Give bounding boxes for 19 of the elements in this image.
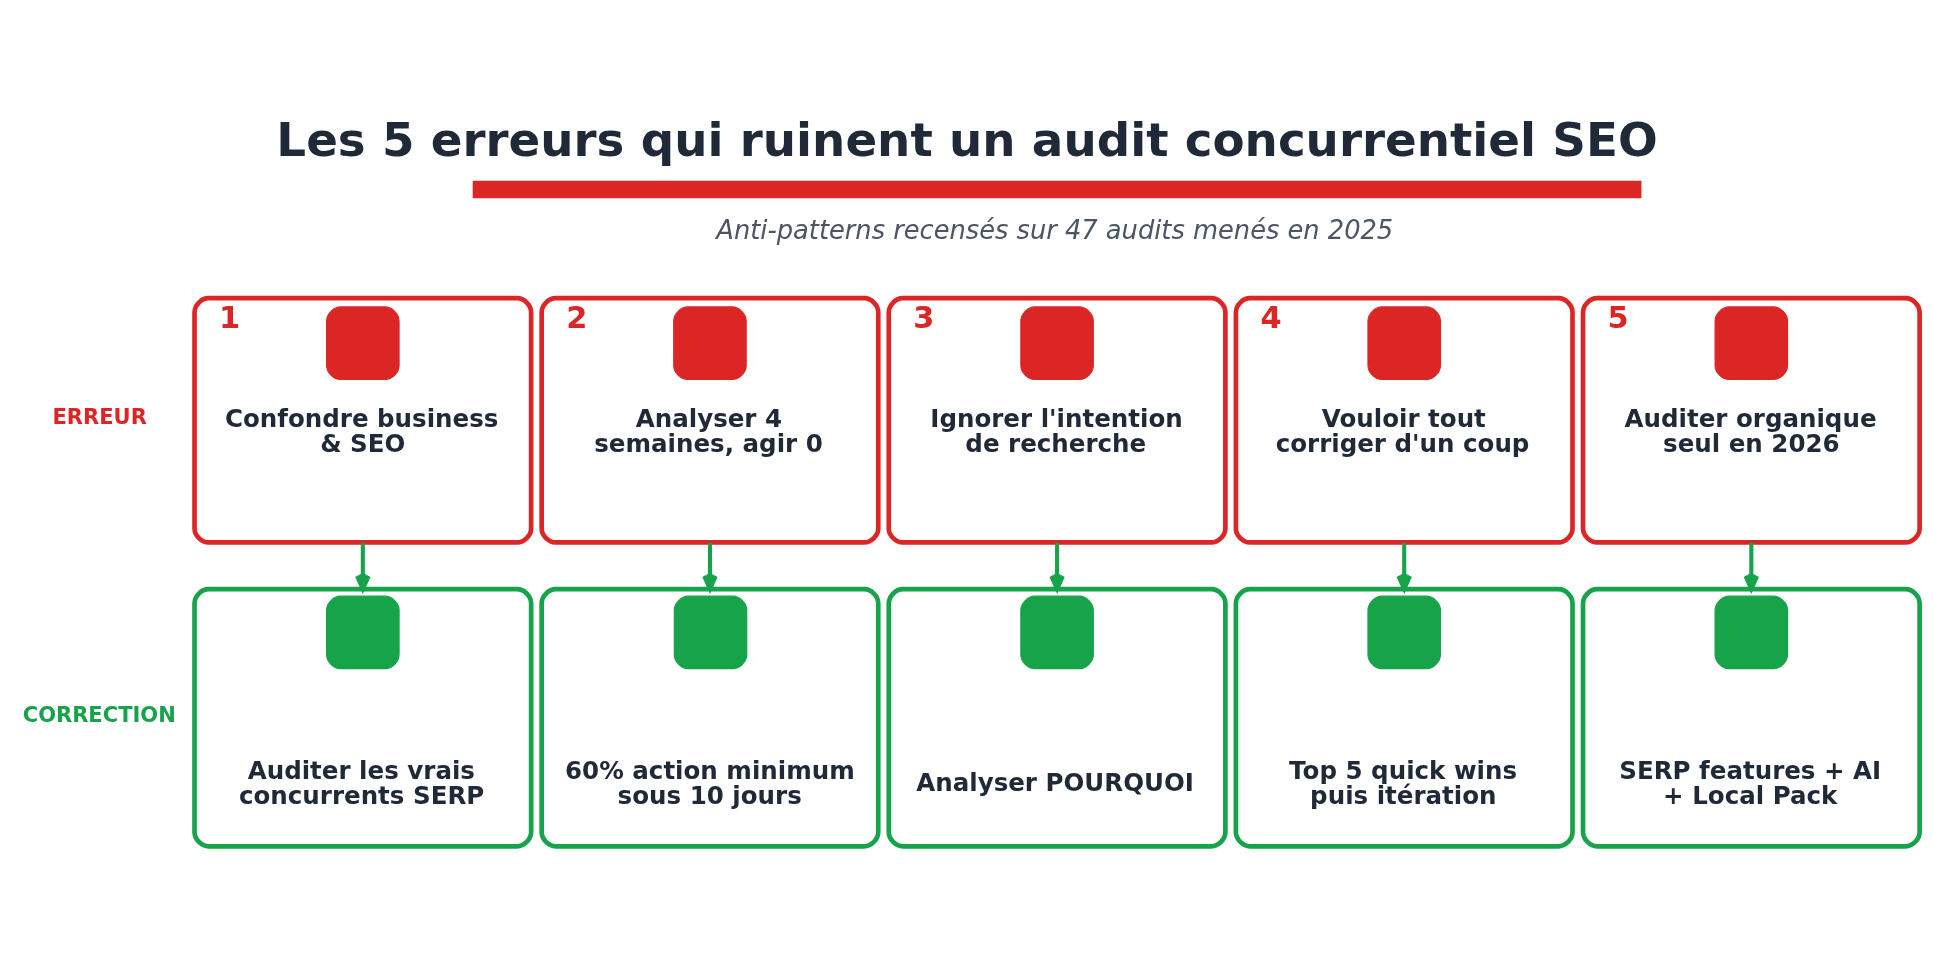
arrow — [1396, 542, 1413, 591]
arrow — [1049, 542, 1065, 591]
node-box: 4 Vouloir tout corriger d'un coup — [1233, 295, 1575, 545]
node-box: 3 Ignorer l'intention de recherche — [886, 295, 1228, 545]
diagram-title: Les 5 erreurs qui ruinent un audit concurrentiel SEO — [276, 112, 1658, 167]
arrow — [1743, 542, 1760, 591]
node-box: Top 5 quick wins puis itération — [1233, 586, 1575, 849]
arrow — [355, 542, 371, 591]
node-box: Analyser POURQUOI — [886, 586, 1228, 849]
arrow — [702, 542, 718, 591]
node-box: 60% action minimum sous 10 jours — [539, 586, 881, 849]
node-box: 1 Confondre business & SEO — [192, 295, 534, 545]
node-box: SERP features + AI + Local Pack — [1580, 586, 1922, 849]
label: Anti-patterns recensés sur 47 audits menés en 2025 — [716, 214, 1394, 245]
node-box: Auditer les vrais concurrents SERP — [192, 586, 534, 849]
node-box: 2 Analyser 4 semaines, agir 0 — [539, 295, 881, 545]
node-box: 5 Auditer organique seul en 2026 — [1580, 295, 1922, 545]
label: CORRECTION — [22, 701, 176, 727]
label: ERREUR — [52, 403, 147, 429]
